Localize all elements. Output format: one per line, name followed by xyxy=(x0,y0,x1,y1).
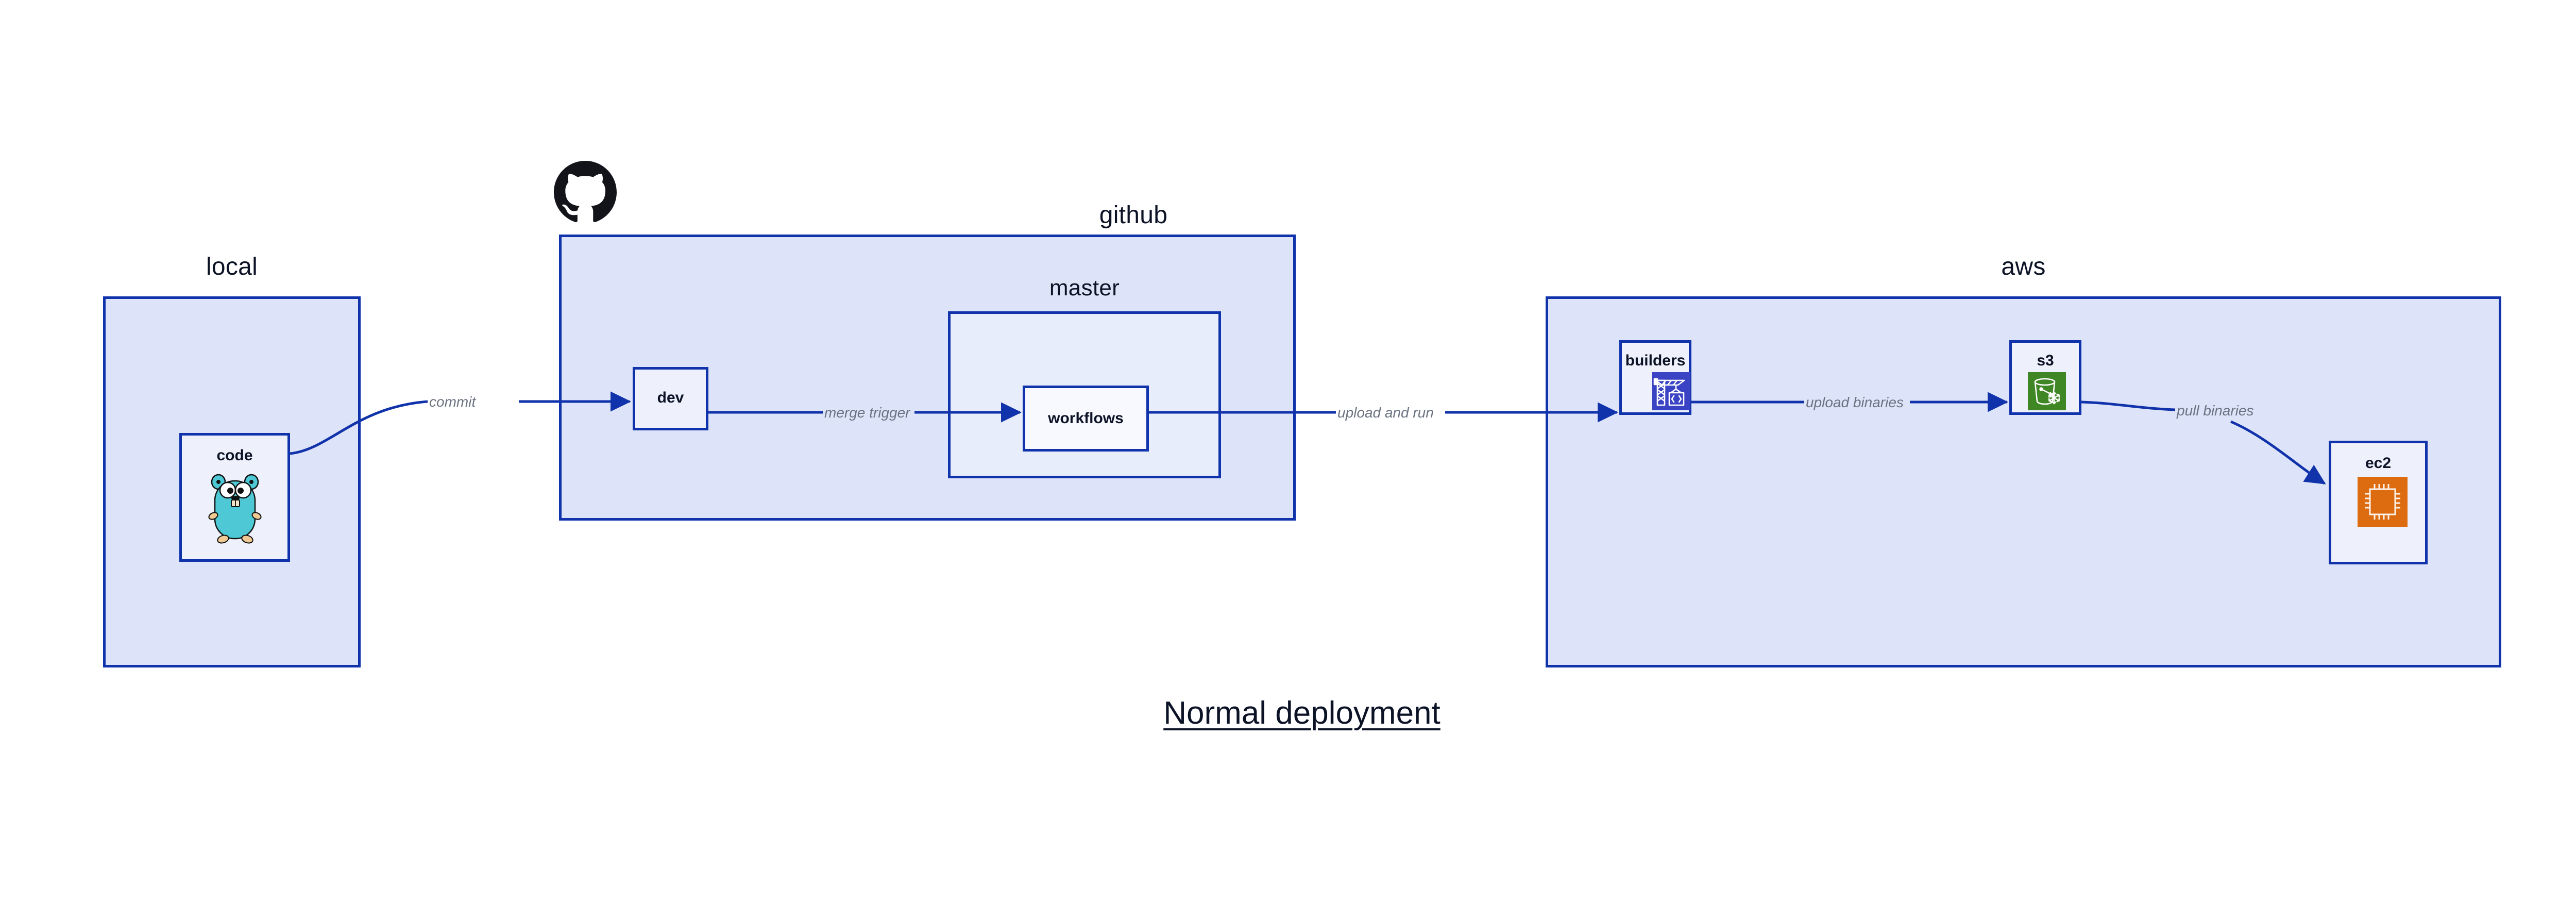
aws-s3-bucket-icon xyxy=(2028,372,2066,410)
github-octocat-icon xyxy=(554,161,617,222)
aws-ec2-chip-icon xyxy=(2358,477,2408,527)
node-title-builders: builders xyxy=(1625,352,1686,369)
go-gopher-icon xyxy=(208,474,262,544)
zone-label-local: local xyxy=(206,253,258,280)
zone-title-local: local xyxy=(103,253,361,281)
zone-title-aws: aws xyxy=(1546,253,2501,281)
zone-label-master: master xyxy=(1049,275,1120,300)
node-title-ec2: ec2 xyxy=(2365,455,2392,472)
edge-label-pull-binaries: pull binaries xyxy=(2177,403,2254,419)
edge-label-merge-trigger: merge trigger xyxy=(824,405,910,421)
aws-builders-crane-icon xyxy=(1652,372,1690,410)
zone-label-aws: aws xyxy=(2001,253,2046,280)
node-title-dev: dev xyxy=(657,389,684,406)
node-workflows[interactable]: workflows xyxy=(1023,386,1149,452)
zone-title-github: github xyxy=(971,201,1296,229)
zone-label-github: github xyxy=(1099,202,1168,229)
edge-label-commit: commit xyxy=(429,394,476,410)
edge-label-upload-and-run: upload and run xyxy=(1337,405,1434,421)
node-dev[interactable]: dev xyxy=(633,367,708,430)
node-title-workflows: workflows xyxy=(1048,410,1124,427)
zone-title-master: master xyxy=(948,275,1221,301)
diagram-title: Normal deployment xyxy=(1163,695,1440,731)
node-title-code: code xyxy=(216,447,253,464)
node-title-s3: s3 xyxy=(2037,352,2054,369)
edge-label-upload-binaries: upload binaries xyxy=(1806,394,1904,410)
